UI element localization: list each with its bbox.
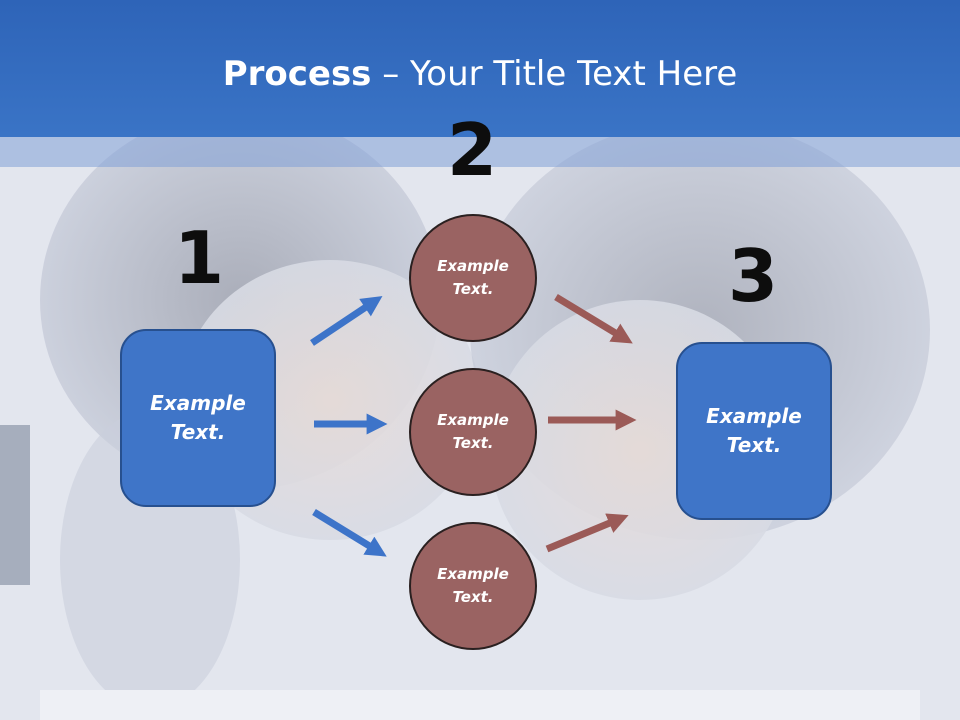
- arrow-red-top: [554, 294, 633, 344]
- process-box-right: Example Text.: [676, 342, 832, 520]
- process-circle-middle: Example Text.: [409, 368, 537, 496]
- header-bar: [0, 0, 960, 137]
- step-number-2: 2: [446, 108, 498, 192]
- arrow-blue-up: [310, 296, 383, 346]
- process-circle-bottom: Example Text.: [409, 522, 537, 650]
- header-strip: [0, 137, 960, 167]
- arrow-red-bottom: [545, 513, 629, 553]
- title-bold: Process: [222, 54, 372, 94]
- step-number-1: 1: [173, 216, 225, 300]
- step-number-3: 3: [727, 234, 779, 318]
- process-box-left: Example Text.: [120, 329, 276, 507]
- arrow-blue-down: [312, 509, 387, 557]
- process-circle-top: Example Text.: [409, 214, 537, 342]
- slide-title: Process – Your Title Text Here: [0, 52, 960, 96]
- title-rest: – Your Title Text Here: [371, 54, 738, 94]
